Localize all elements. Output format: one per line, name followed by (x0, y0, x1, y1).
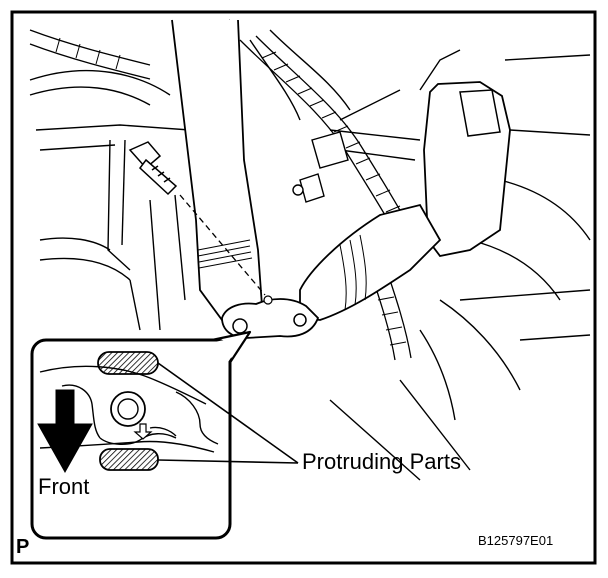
anchor-hole (232, 318, 248, 334)
vehicle-body-outline (29, 19, 591, 481)
bolt-alignment-line (179, 194, 266, 296)
bolt-target-point (263, 295, 273, 305)
figure-code-label: B125797E01 (478, 533, 554, 548)
seat-belt-webbing (171, 19, 263, 323)
protruding-parts-label: Protruding Parts (302, 449, 461, 474)
protruding-part-upper (97, 351, 159, 375)
figure-border (10, 10, 597, 565)
connector-clip (292, 131, 349, 203)
anchor-bolt (128, 141, 178, 196)
inset-bolt-inner (117, 398, 139, 420)
callout-pointer-mask (214, 336, 246, 378)
detail-inset-box (30, 338, 232, 540)
protruding-part-lower (99, 448, 159, 471)
buckle-boot-ribs (339, 234, 367, 311)
corner-letter-label: P (16, 536, 30, 558)
anchor-hole-right (293, 313, 307, 327)
leader-line-lower (157, 459, 299, 464)
leader-line-upper (157, 362, 299, 464)
front-direction-label: Front (38, 474, 90, 499)
down-arrow-outline-icon (133, 423, 153, 440)
buckle-boot (299, 203, 442, 321)
webbing-stitching (197, 239, 253, 269)
down-arrow-icon (37, 389, 93, 474)
buckle-slot (459, 89, 501, 137)
